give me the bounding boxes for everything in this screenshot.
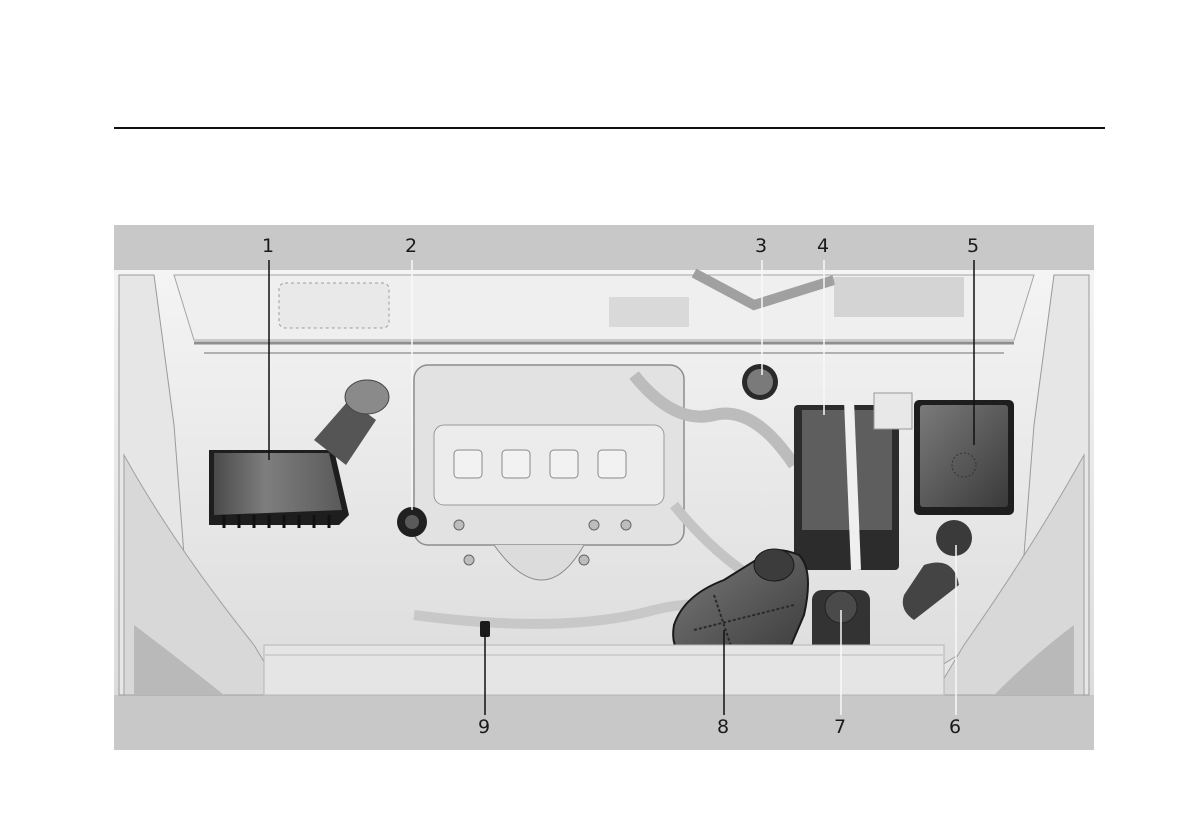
oil-dipstick-handle [480, 621, 490, 637]
callout-4: 4 [816, 235, 830, 257]
callout-8: 8 [716, 716, 730, 738]
engine-block [413, 364, 799, 629]
callout-1: 1 [261, 235, 275, 257]
air-cleaner-housing [209, 379, 390, 528]
callout-7: 7 [833, 716, 847, 738]
engine-illustration [114, 260, 1094, 715]
callout-3: 3 [754, 235, 768, 257]
engine-compartment-figure: 1 2 3 4 5 6 7 8 9 [114, 225, 1094, 750]
header-rule [114, 127, 1105, 129]
callout-5: 5 [966, 235, 980, 257]
callout-9: 9 [477, 716, 491, 738]
power-steering-reservoir [902, 520, 972, 620]
fuse-box [914, 400, 1014, 515]
callout-2: 2 [404, 235, 418, 257]
callout-6: 6 [948, 716, 962, 738]
battery [794, 392, 913, 571]
brake-fluid-reservoir [742, 364, 778, 400]
callout-leaders [268, 260, 975, 715]
